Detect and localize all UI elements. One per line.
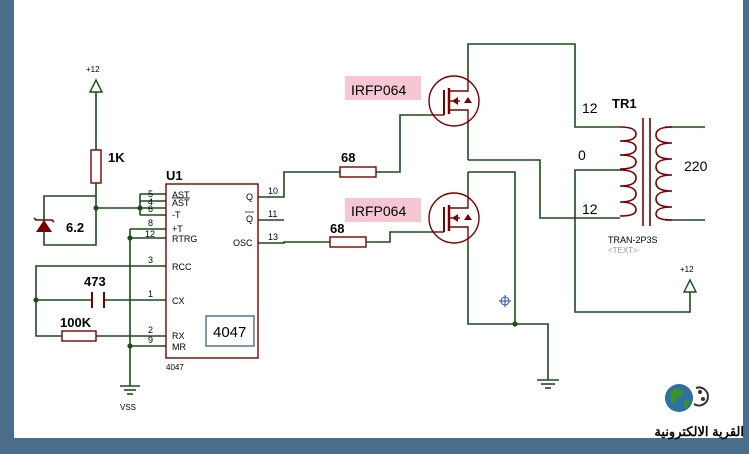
resistor-gate-bottom-value: 68 — [330, 221, 344, 236]
svg-text:4: 4 — [148, 197, 153, 207]
mosfet-bottom-label: IRFP064 — [351, 203, 406, 219]
svg-text:MR: MR — [172, 342, 186, 352]
ic-pins-left: 5 4 6 8 12 3 1 2 9 — [145, 189, 155, 345]
svg-text:13: 13 — [268, 232, 278, 242]
ic-ref: U1 — [166, 168, 183, 183]
svg-text:AST: AST — [172, 198, 190, 208]
svg-text:-T: -T — [172, 210, 181, 220]
transformer-tr1 — [619, 118, 673, 226]
ic-part-label: 4047 — [213, 324, 246, 341]
zener-value: 6.2 — [66, 220, 84, 235]
transformer-part: TRAN-2P3S — [608, 235, 658, 245]
transformer-text-placeholder: <TEXT> — [608, 246, 638, 255]
ground-power — [537, 379, 559, 389]
logo-text: القرية الالكترونية — [654, 424, 744, 440]
mosfet-top — [428, 75, 480, 127]
svg-text:RTRG: RTRG — [172, 234, 197, 244]
svg-text:5: 5 — [148, 189, 153, 199]
svg-text:9: 9 — [148, 335, 153, 345]
svg-text:1: 1 — [148, 289, 153, 299]
svg-text:RCC: RCC — [172, 262, 192, 272]
junctions — [33, 205, 518, 349]
svg-text:+12: +12 — [680, 265, 694, 274]
secondary-label: 220 — [684, 158, 708, 174]
resistor-1k-value: 1K — [108, 150, 125, 165]
capacitor-473 — [91, 292, 105, 308]
svg-text:Q: Q — [246, 192, 253, 202]
svg-text:11: 11 — [268, 209, 277, 219]
mosfet-top-label-bg — [345, 76, 421, 100]
probe-marker-icon — [499, 295, 511, 307]
svg-text:10: 10 — [268, 186, 278, 196]
svg-text:Q: Q — [246, 214, 253, 224]
mosfet-bottom-label-bg — [345, 198, 421, 222]
ic-footer: 4047 — [166, 363, 184, 372]
svg-text:6: 6 — [148, 204, 153, 214]
ground-vss — [120, 385, 140, 395]
ic-part-box — [205, 315, 255, 347]
svg-text:RX: RX — [172, 331, 185, 341]
mosfet-bottom — [428, 192, 480, 244]
tap-top-label: 12 — [582, 100, 598, 116]
resistor-100k-value: 100K — [60, 315, 92, 330]
capacitor-value: 473 — [84, 274, 106, 289]
svg-text:2: 2 — [148, 325, 153, 335]
mosfet-top-label: IRFP064 — [351, 82, 406, 98]
svg-text:CX: CX — [172, 296, 185, 306]
svg-text:+12: +12 — [86, 65, 100, 74]
supply-right: +12 — [680, 265, 698, 293]
zener-diode — [33, 217, 55, 232]
svg-text:12: 12 — [145, 229, 155, 239]
svg-text:3: 3 — [148, 255, 153, 265]
resistor-gate-top-value: 68 — [341, 150, 355, 165]
svg-text:8: 8 — [148, 218, 153, 228]
transformer-ref: TR1 — [612, 96, 637, 111]
tap-center-label: 0 — [578, 147, 586, 163]
vss-label: VSS — [120, 403, 136, 412]
resistor-gate-top — [339, 166, 377, 178]
svg-text:OSC: OSC — [233, 238, 253, 248]
supply-top: +12 — [86, 65, 104, 93]
tap-bottom-label: 12 — [582, 201, 598, 217]
ic-pins-right: 10 11 13 Q Q OSC — [233, 186, 278, 248]
resistor-100k — [61, 330, 97, 342]
ic-pin-names-left: AST AST -T +T RTRG RCC CX RX MR — [172, 190, 197, 352]
svg-text:+T: +T — [172, 224, 183, 234]
resistor-1k — [90, 149, 102, 184]
globe-logo-icon — [665, 384, 709, 412]
svg-text:AST: AST — [172, 190, 190, 200]
resistor-gate-bottom — [329, 236, 367, 248]
